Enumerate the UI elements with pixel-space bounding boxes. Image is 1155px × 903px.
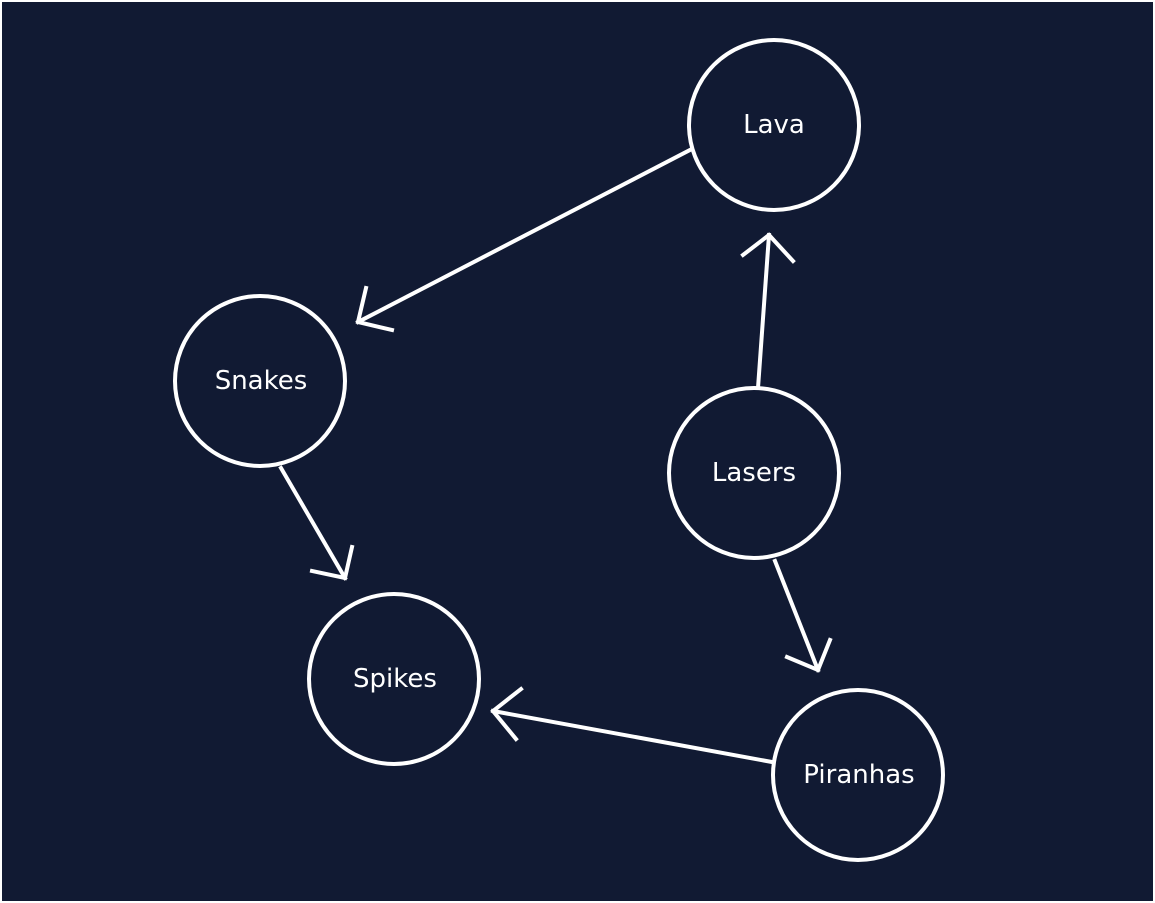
edge-piranhas-to-spikes [490,686,775,765]
edge-line [278,465,348,581]
node-label: Piranhas [803,760,914,790]
edge-lava-to-snakes [355,147,693,333]
node-label: Lava [743,110,805,140]
nodes: Lava Snakes Lasers Spikes Piranhas [173,38,945,862]
node-circle [173,294,347,468]
node-label: Lasers [712,458,796,488]
edge-snakes-to-spikes [278,465,355,581]
arrowhead [355,285,395,333]
node-circle [771,688,945,862]
arrowhead [784,637,833,673]
node-label: Spikes [353,664,437,694]
node-lasers: Lasers [667,386,841,560]
node-spikes: Spikes [307,592,481,766]
node-label: Snakes [215,366,308,396]
node-piranhas: Piranhas [771,688,945,862]
arrowhead [490,686,524,742]
arrowhead [309,544,355,581]
edge-lasers-to-piranhas [772,558,833,673]
node-snakes: Snakes [173,294,347,468]
node-circle [667,386,841,560]
edge-line [490,708,775,765]
edge-lasers-to-lava [740,232,796,391]
node-lava: Lava [687,38,861,212]
arrowhead [740,232,796,264]
edge-line [355,147,693,325]
node-circle [307,592,481,766]
edge-line [755,232,772,391]
edge-line [772,558,821,673]
edges [278,147,833,765]
node-circle [687,38,861,212]
